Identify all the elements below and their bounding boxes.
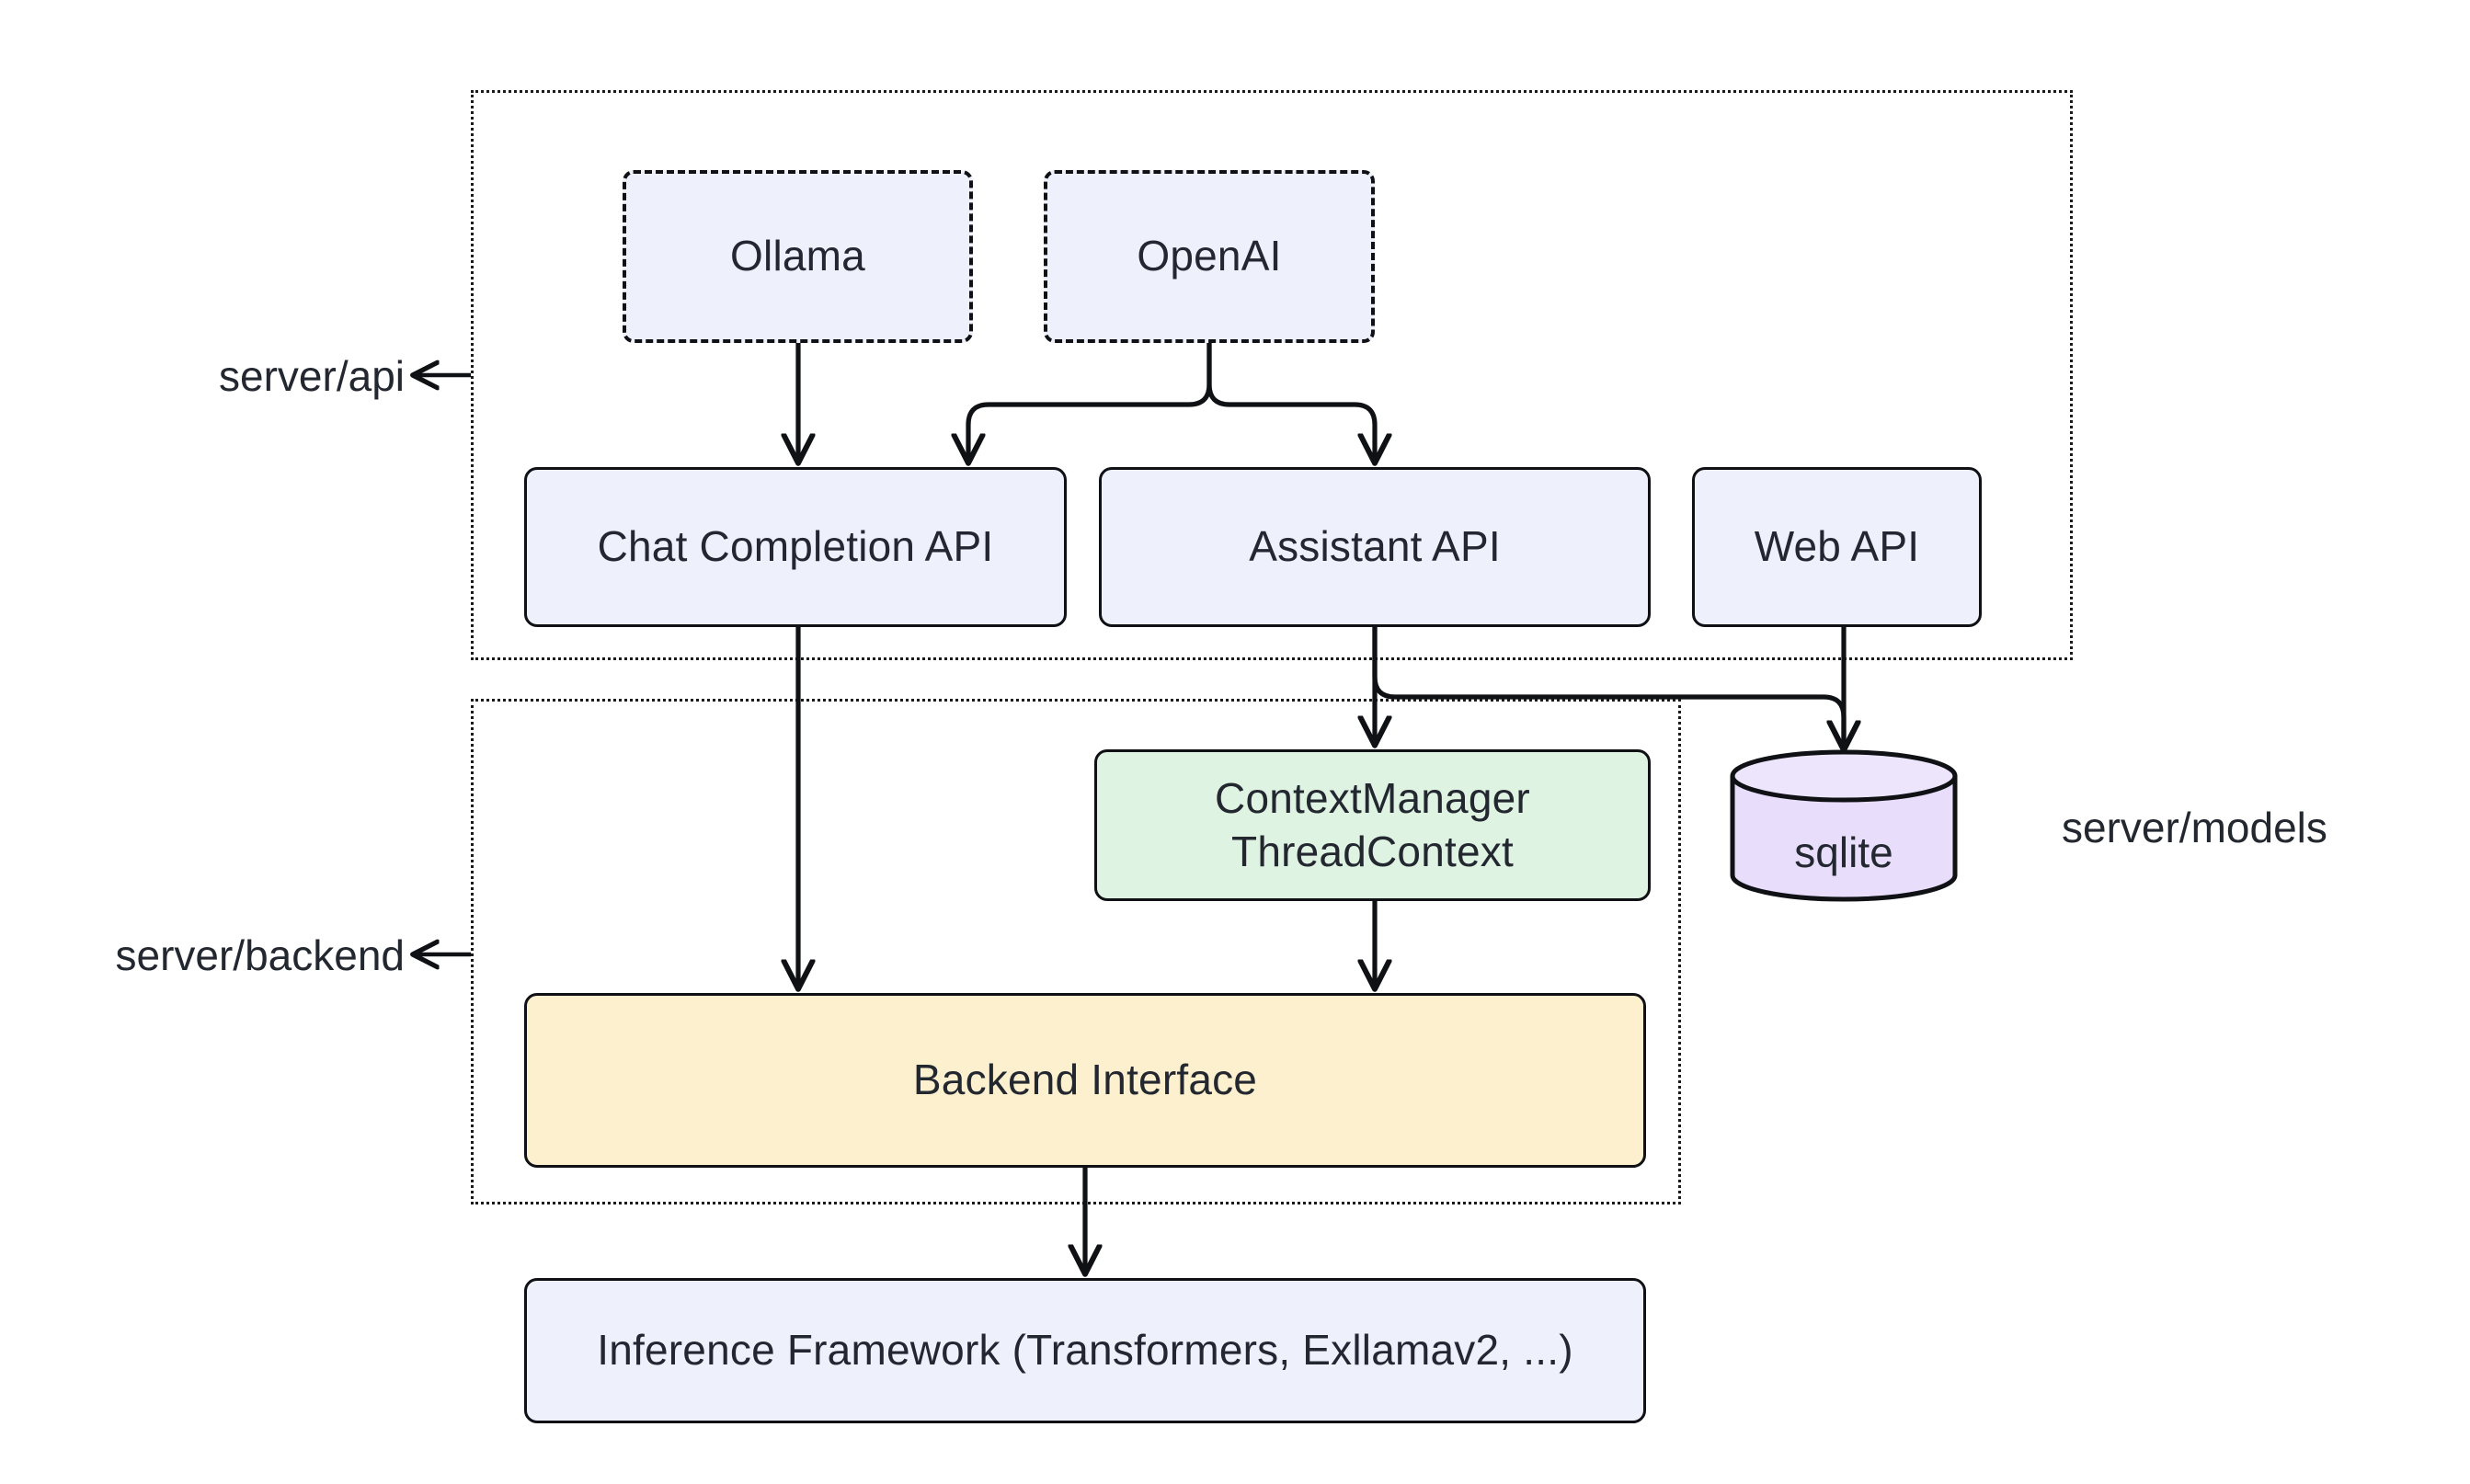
label-server-models: server/models — [2062, 804, 2327, 851]
node-web-api-label: Web API — [1754, 522, 1920, 571]
node-inference-framework-label: Inference Framework (Transformers, Exlla… — [597, 1326, 1573, 1375]
node-sqlite-label: sqlite — [1794, 828, 1893, 876]
node-ollama-label: Ollama — [730, 232, 865, 280]
node-context-manager-label-line1: ContextManager — [1215, 773, 1530, 822]
node-chat-completion-api-label: Chat Completion API — [597, 522, 994, 571]
node-inference-framework[interactable]: Inference Framework (Transformers, Exlla… — [524, 1278, 1646, 1423]
group-server-backend — [471, 699, 1681, 1204]
node-backend-interface[interactable]: Backend Interface — [524, 993, 1646, 1168]
node-openai-label: OpenAI — [1137, 232, 1282, 280]
node-web-api[interactable]: Web API — [1692, 467, 1982, 627]
node-assistant-api-label: Assistant API — [1249, 522, 1501, 571]
node-assistant-api[interactable]: Assistant API — [1099, 467, 1651, 627]
node-backend-interface-label: Backend Interface — [912, 1056, 1258, 1104]
node-ollama[interactable]: Ollama — [623, 170, 973, 343]
group-server-api — [471, 90, 2073, 660]
node-sqlite[interactable]: sqlite — [1729, 749, 1959, 902]
node-context-manager-labels: ContextManager ThreadContext — [1215, 772, 1530, 879]
label-server-api: server/api — [219, 352, 405, 400]
node-openai[interactable]: OpenAI — [1044, 170, 1375, 343]
label-server-backend: server/backend — [115, 931, 406, 979]
node-context-manager-label-line2: ThreadContext — [1231, 827, 1514, 875]
node-chat-completion-api[interactable]: Chat Completion API — [524, 467, 1067, 627]
node-context-manager[interactable]: ContextManager ThreadContext — [1094, 749, 1651, 901]
